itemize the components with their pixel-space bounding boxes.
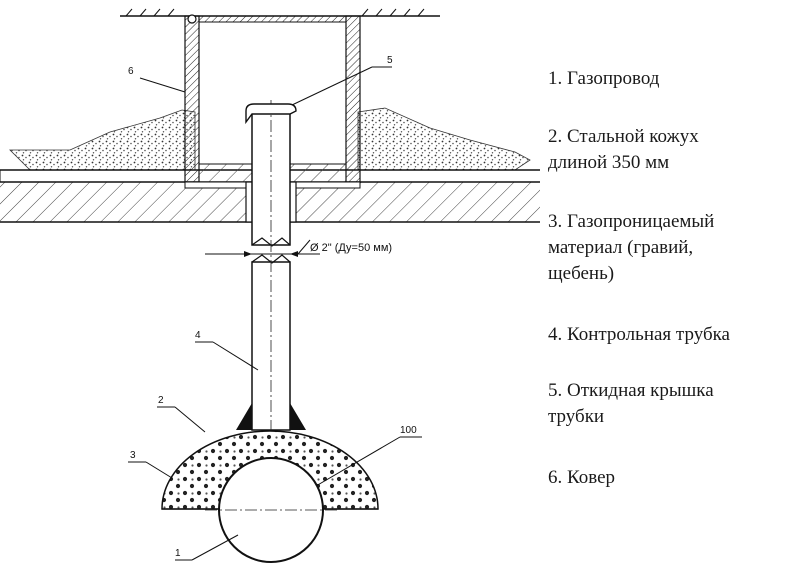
legend-line: 5. Откидная крышка bbox=[548, 380, 714, 401]
diameter-dimension bbox=[205, 239, 320, 257]
callout-1: 1 bbox=[175, 548, 181, 559]
callout-4: 4 bbox=[195, 330, 201, 341]
gas-pipeline bbox=[205, 457, 337, 563]
weld-left bbox=[236, 403, 252, 430]
legend-item-1: 1. Газопровод bbox=[548, 66, 798, 92]
hinged-lid bbox=[245, 103, 297, 125]
legend: 1. Газопровод 2. Стальной кожух длиной 3… bbox=[548, 0, 798, 587]
callout-2: 2 bbox=[158, 395, 164, 406]
legend-line: материал (гравий, bbox=[548, 237, 694, 258]
legend-item-5: 5. Откидная крышка трубки bbox=[548, 378, 798, 430]
legend-line: трубки bbox=[548, 406, 605, 427]
legend-line: 1. Газопровод bbox=[548, 68, 660, 89]
diameter-label: Ø 2" (Ду=50 мм) bbox=[310, 242, 392, 254]
legend-line: 2. Стальной кожух bbox=[548, 126, 699, 147]
legend-line: 6. Ковер bbox=[548, 467, 616, 488]
legend-item-3: 3. Газопроницаемый материал (гравий, щеб… bbox=[548, 209, 798, 287]
legend-item-4: 4. Контрольная трубка bbox=[548, 322, 798, 348]
ground-surface-line bbox=[120, 8, 440, 17]
control-tube-diagram: Ø 2" (Ду=50 мм) bbox=[0, 8, 540, 563]
leader-lines bbox=[128, 66, 422, 561]
crushed-stone-right bbox=[357, 107, 531, 171]
callout-3: 3 bbox=[130, 450, 136, 461]
callout-6: 6 bbox=[128, 66, 134, 77]
legend-item-2: 2. Стальной кожух длиной 350 мм bbox=[548, 124, 798, 176]
callout-5: 5 bbox=[387, 55, 393, 66]
weld-right bbox=[290, 403, 306, 430]
legend-line: 3. Газопроницаемый bbox=[548, 211, 715, 232]
legend-line: длиной 350 мм bbox=[548, 152, 670, 173]
callout-100: 100 bbox=[400, 425, 417, 436]
legend-line: 4. Контрольная трубка bbox=[548, 324, 730, 345]
legend-item-6: 6. Ковер bbox=[548, 465, 798, 491]
legend-line: щебень) bbox=[548, 263, 615, 284]
crushed-stone-left bbox=[9, 109, 196, 171]
